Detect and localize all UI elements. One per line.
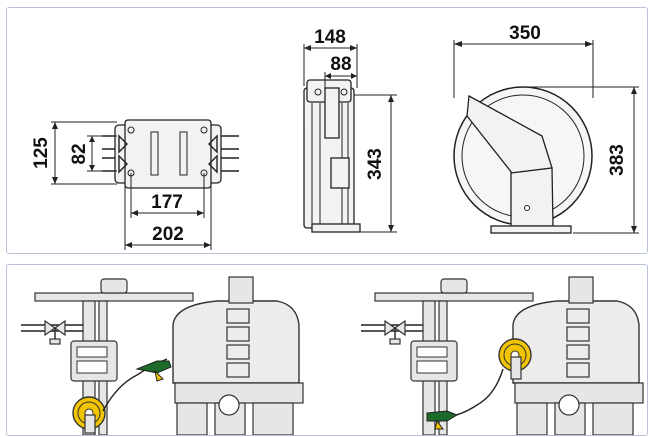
svg-text:350: 350 [509,23,541,44]
dimension-350: 350 [453,23,594,98]
dimension-202: 202 [124,186,212,250]
installation-illustration-panel [6,264,648,436]
hose-reel-icon [498,338,532,380]
nozzle-icon [135,360,172,382]
valve-icon [384,319,406,345]
nozzle-icon [426,410,459,430]
svg-text:202: 202 [152,224,184,245]
hose-reel-icon [72,396,106,434]
dimension-383: 383 [523,86,639,234]
svg-text:82: 82 [69,143,90,164]
dimension-177: 177 [130,173,205,218]
bracket-top-view [102,119,239,189]
reel-side-view [303,79,361,233]
svg-text:125: 125 [31,137,52,169]
dimension-343: 343 [354,94,397,233]
fuel-tank-icon [172,276,304,435]
svg-text:148: 148 [314,27,346,48]
svg-text:177: 177 [151,192,183,213]
installation-scene-left [21,276,304,435]
valve-icon [44,319,66,345]
dimension-88: 88 [324,54,358,88]
fuel-meter-icon [70,340,118,382]
installation-illustration [21,276,644,435]
reel-front-view [453,86,593,234]
svg-text:343: 343 [365,148,386,180]
dimension-82: 82 [69,135,117,172]
fuel-meter-icon [410,340,458,382]
svg-text:383: 383 [607,144,628,176]
dimension-drawing: 125 82 177 202 [31,23,639,250]
dimension-125: 125 [31,121,117,185]
dimension-148: 148 [303,27,358,86]
dimension-drawing-panel: 125 82 177 202 [6,7,648,254]
svg-text:88: 88 [330,54,351,75]
fuel-tank-icon [512,276,644,435]
installation-scene-right [361,276,644,435]
